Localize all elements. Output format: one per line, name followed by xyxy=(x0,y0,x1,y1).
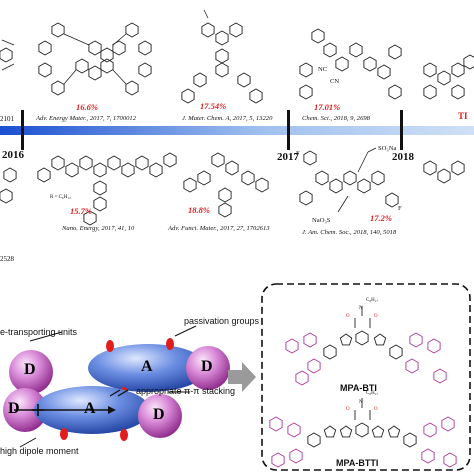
molecule-name: MPA-BTI xyxy=(340,383,377,393)
molecule-structure-9 xyxy=(423,160,465,184)
year-label: 2017 xyxy=(277,151,299,163)
acceptor-ellipse-upper xyxy=(88,344,208,392)
citation-detail: , 2018, 9, 2698 xyxy=(330,115,370,122)
journal-name: J. Mater. Chem. A xyxy=(182,115,230,122)
efficiency-value: 17.2% xyxy=(370,213,392,223)
mpa-bti-structure xyxy=(285,306,447,386)
citation: J. Mater. Chem. A, 2017, 5, 13220 xyxy=(182,115,272,122)
citation-fragment: 2101 xyxy=(0,115,14,123)
arrow-to-molecules xyxy=(228,362,256,392)
efficiency-value: 16.6% xyxy=(76,102,98,112)
citation: Chem. Sci., 2018, 9, 2698 xyxy=(302,115,370,122)
alkyl-chain-label: C₈H₁₇ xyxy=(366,391,379,396)
oxygen-label: O xyxy=(346,407,350,412)
citation: Adv. Funct. Mater., 2017, 27, 1702613 xyxy=(168,225,270,232)
efficiency-value: 17.01% xyxy=(314,102,341,112)
transport-units-label: e-transporting units xyxy=(0,327,78,337)
donor-sphere-lower-right xyxy=(138,394,182,438)
donor-letter: D xyxy=(24,361,36,378)
passivation-droplet xyxy=(120,429,128,441)
sulfonate-label: NaO₃S xyxy=(312,217,331,224)
mpa-btti-structure xyxy=(269,398,457,468)
citation: J. Am. Chem. Soc., 2018, 140, 5018 xyxy=(302,229,396,236)
citation-detail: , 2018, 140, 5018 xyxy=(350,229,397,236)
journal-name: Chem. Sci. xyxy=(302,115,331,122)
citation: Nano. Energy, 2017, 41, 10 xyxy=(62,225,134,232)
passivation-label: passivation groups xyxy=(184,316,260,326)
fluorine-label: F xyxy=(398,205,402,212)
journal-name: J. Am. Chem. Soc. xyxy=(302,229,351,236)
substituent-label: R = C₆H₁₃ xyxy=(50,195,71,200)
dipole-label: high dipole moment xyxy=(0,446,79,456)
journal-name: Adv. Funct. Mater. xyxy=(168,225,217,232)
citation-detail: , 2017, 7, 1700012 xyxy=(86,115,136,122)
year-label: 2016 xyxy=(2,149,24,161)
donor-sphere-upper-right xyxy=(186,346,230,390)
citation: Adv. Energy Mater., 2017, 7, 1700012 xyxy=(36,115,136,122)
citation-detail: , 2017, 41, 10 xyxy=(98,225,135,232)
passivation-droplet xyxy=(166,338,174,350)
passivation-droplet xyxy=(106,340,114,352)
donor-letter: D xyxy=(8,400,20,417)
journal-name: Nano. Energy xyxy=(62,225,99,232)
molecule-structure-1 xyxy=(0,39,15,71)
design-concept-diagram xyxy=(3,325,230,448)
nitrile-label: CN xyxy=(330,78,340,85)
nitrile-label: NC xyxy=(318,66,328,73)
nitrogen-label: N xyxy=(359,400,363,405)
fluorine-label: F xyxy=(296,150,300,157)
efficiency-value: 18.8% xyxy=(188,205,210,215)
molecule-structure-3 xyxy=(181,9,263,104)
passivation-droplet xyxy=(60,428,68,440)
stacking-label: appropriate π-π stacking xyxy=(136,386,235,396)
citation-detail: , 2017, 5, 13220 xyxy=(229,115,273,122)
molecule-box xyxy=(261,283,471,471)
donor-letter: D xyxy=(153,406,165,423)
molecule-structure-4 xyxy=(299,28,402,100)
molecule-structure-5 xyxy=(423,54,474,100)
molecule-structure-2 xyxy=(38,22,152,96)
acceptor-letter: A xyxy=(84,400,96,417)
oxygen-label: O xyxy=(346,314,350,319)
efficiency-value: 17.54% xyxy=(200,101,227,111)
journal-name: Adv. Energy Mater. xyxy=(36,115,87,122)
alkyl-chain-label: C₈H₁₇ xyxy=(366,298,379,303)
year-label: 2018 xyxy=(392,151,414,163)
acceptor-letter: A xyxy=(141,358,153,375)
efficiency-value: 15.7% xyxy=(70,206,92,216)
citation-detail: , 2017, 27, 1702613 xyxy=(216,225,270,232)
cutoff-label: TI xyxy=(458,111,468,121)
citation-fragment: 2528 xyxy=(0,255,14,263)
oxygen-label: O xyxy=(374,407,378,412)
nitrogen-label: N xyxy=(359,306,363,311)
oxygen-label: O xyxy=(374,314,378,319)
timeline-bar xyxy=(0,110,474,150)
sulfonate-label: SO₃Na xyxy=(378,145,397,152)
donor-sphere-upper-left xyxy=(9,350,53,394)
molecule-structure-8 xyxy=(299,147,399,213)
donor-letter: D xyxy=(201,358,213,375)
molecule-name: MPA-BTTI xyxy=(336,458,379,468)
